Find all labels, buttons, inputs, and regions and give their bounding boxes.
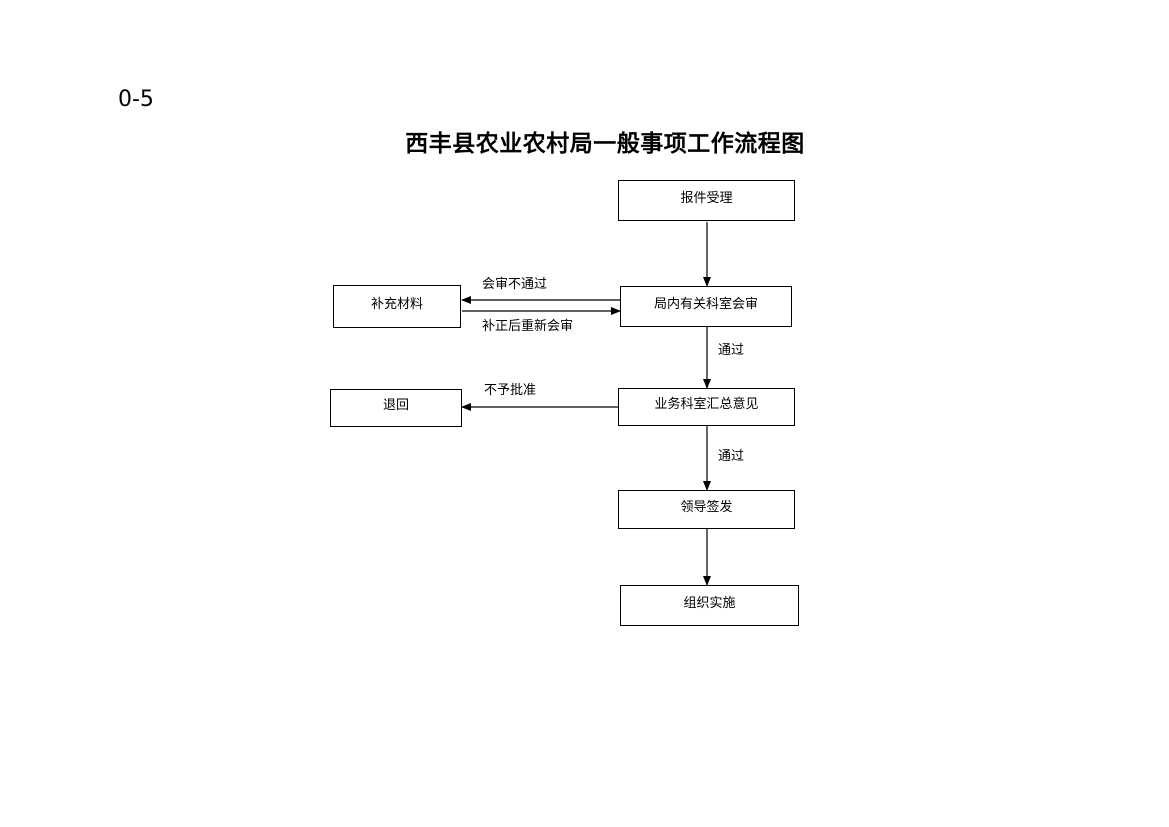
node-sign: 领导签发 <box>618 490 795 529</box>
node-accept: 报件受理 <box>618 180 795 221</box>
label-pass-2: 通过 <box>718 449 745 464</box>
node-summary: 业务科室汇总意见 <box>618 388 795 426</box>
page-title: 西丰县农业农村局一般事项工作流程图 <box>405 130 805 157</box>
node-implement: 组织实施 <box>620 585 799 626</box>
node-review: 局内有关科室会审 <box>620 286 792 327</box>
page-number: 0-5 <box>118 87 154 112</box>
node-return: 退回 <box>330 389 462 427</box>
label-review-fail: 会审不通过 <box>482 277 548 292</box>
label-resubmit: 补正后重新会审 <box>482 319 574 334</box>
label-reject: 不予批准 <box>484 383 537 398</box>
node-supplement: 补充材料 <box>333 285 461 328</box>
label-pass-1: 通过 <box>718 343 745 358</box>
